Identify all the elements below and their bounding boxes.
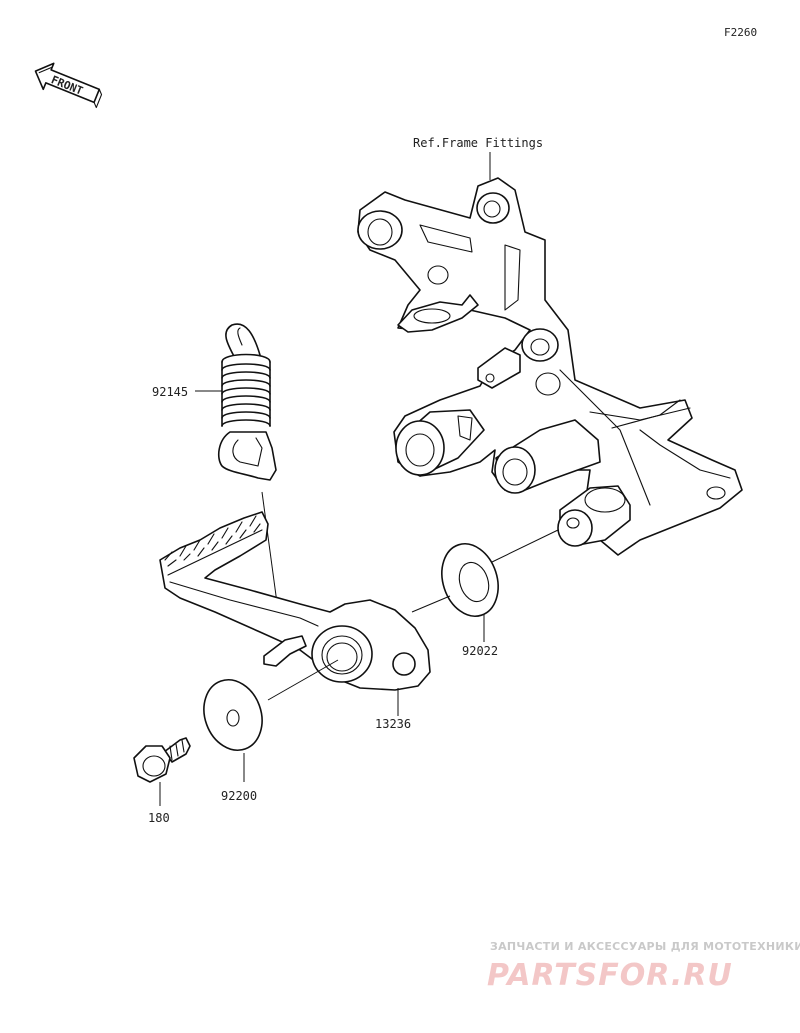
part-number-180: 180 [148, 811, 170, 825]
pivot-shaft-icon [557, 485, 631, 547]
watermark-tagline: ЗАПЧАСТИ И АКСЕССУАРЫ ДЛЯ МОТОТЕХНИКИ [490, 940, 800, 953]
washer-icon [411, 529, 559, 642]
watermark-brand: PARTSFOR.RU [487, 958, 733, 993]
brake-pedal-icon [159, 511, 431, 716]
part-number-92200: 92200 [221, 789, 257, 803]
part-number-92022: 92022 [462, 644, 498, 658]
plain-washer-icon [203, 679, 263, 782]
front-direction-arrow-icon: FRONT [34, 62, 103, 109]
return-spring-icon [195, 323, 277, 481]
diagram-code: F2260 [724, 26, 757, 39]
part-number-92145: 92145 [152, 385, 188, 399]
frame-fitting-bracket-icon [357, 177, 743, 556]
flange-bolt-icon [133, 737, 191, 806]
part-number-13236: 13236 [375, 717, 411, 731]
reference-note: Ref.Frame Fittings [413, 136, 543, 150]
